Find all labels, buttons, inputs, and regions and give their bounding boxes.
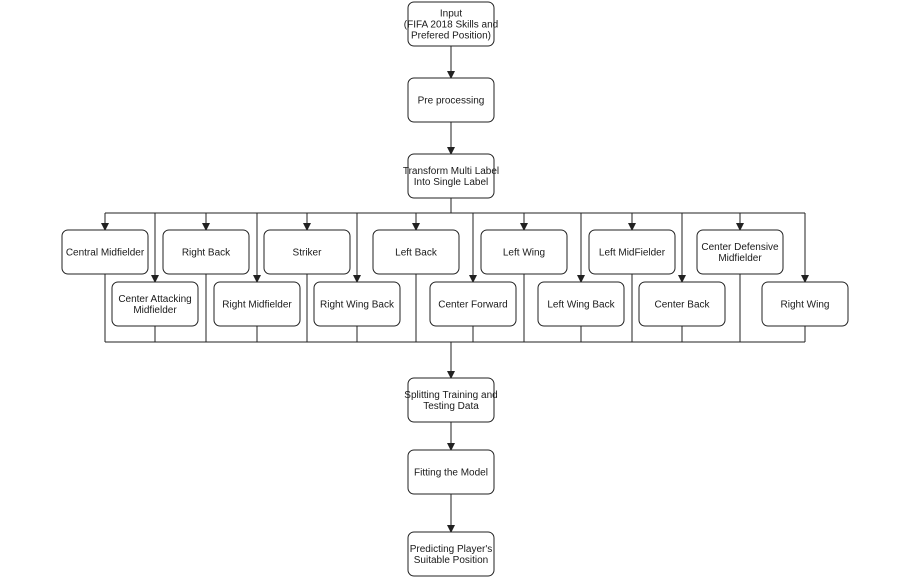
node-box	[263, 229, 351, 275]
node-left-back: Left Back	[372, 229, 460, 275]
node-label: Center Forward	[438, 300, 507, 311]
node-label: Left Back	[395, 248, 438, 259]
node-label: Central Midfielder	[66, 248, 145, 259]
node-center-back: Center Back	[638, 281, 726, 327]
node-striker: Striker	[263, 229, 351, 275]
node-label: Transform Multi Label	[403, 166, 499, 177]
node-left-wing: Left Wing	[480, 229, 568, 275]
node-box	[588, 229, 676, 275]
node-label: Prefered Position)	[411, 31, 491, 42]
node-center-forward: Center Forward	[429, 281, 517, 327]
node-label: Striker	[293, 248, 323, 259]
node-label: Midfielder	[718, 253, 762, 264]
node-box	[407, 77, 495, 123]
node-label: Suitable Position	[414, 555, 489, 566]
node-box	[480, 229, 568, 275]
node-label: Center Attacking	[118, 294, 191, 305]
node-box	[537, 281, 625, 327]
node-label: Testing Data	[423, 401, 479, 412]
node-label: Into Single Label	[414, 177, 489, 188]
node-label: (FIFA 2018 Skills and	[404, 20, 499, 31]
node-label: Center Defensive	[701, 242, 779, 253]
node-box	[111, 281, 199, 327]
node-label: Left Wing	[503, 248, 545, 259]
node-box	[213, 281, 301, 327]
node-box	[61, 229, 149, 275]
node-label: Predicting Player's	[410, 544, 493, 555]
node-label: Left Wing Back	[547, 300, 615, 311]
node-box	[313, 281, 401, 327]
node-central-midfielder: Central Midfielder	[61, 229, 149, 275]
node-label: Right Back	[182, 248, 231, 259]
node-box	[638, 281, 726, 327]
node-label: Pre processing	[418, 96, 485, 107]
node-box	[162, 229, 250, 275]
node-preprocessing: Pre processing	[407, 77, 495, 123]
node-label: Right Midfielder	[222, 300, 292, 311]
node-box	[696, 229, 784, 275]
node-right-wing: Right Wing	[761, 281, 849, 327]
node-box	[407, 1, 495, 47]
node-right-back: Right Back	[162, 229, 250, 275]
node-right-midfielder: Right Midfielder	[213, 281, 301, 327]
node-box	[407, 531, 495, 577]
node-box	[407, 449, 495, 495]
node-label: Center Back	[654, 300, 710, 311]
node-right-wing-back: Right Wing Back	[313, 281, 401, 327]
node-left-wing-back: Left Wing Back	[537, 281, 625, 327]
node-box	[407, 153, 495, 199]
node-left-midfielder: Left MidFielder	[588, 229, 676, 275]
node-box	[372, 229, 460, 275]
node-label: Input	[440, 9, 462, 20]
node-label: Left MidFielder	[599, 248, 666, 259]
node-box	[407, 377, 495, 423]
node-label: Fitting the Model	[414, 468, 488, 479]
edges	[101, 46, 809, 533]
node-label: Right Wing Back	[320, 300, 395, 311]
node-fitting: Fitting the Model	[407, 449, 495, 495]
node-label: Splitting Training and	[404, 390, 497, 401]
node-label: Right Wing	[781, 300, 830, 311]
node-box	[761, 281, 849, 327]
node-label: Midfielder	[133, 305, 177, 316]
node-box	[429, 281, 517, 327]
